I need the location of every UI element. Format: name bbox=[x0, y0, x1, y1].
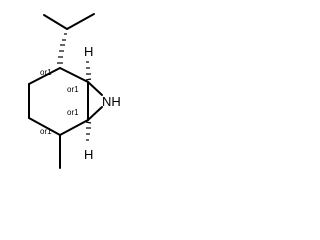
hashed-wedge-isopropyl bbox=[57, 33, 67, 64]
molecular-structure: NH H H or1 or1 or1 or1 bbox=[28, 13, 121, 169]
isopropyl-bond-right bbox=[66, 13, 95, 30]
nitrogen-atom-label: NH bbox=[102, 94, 121, 109]
ring-bond-c4-c5 bbox=[28, 117, 61, 136]
stereo-label-c1: or1 bbox=[67, 85, 79, 94]
hydrogen-top-label: H bbox=[84, 44, 93, 59]
aziridine-bond-c1-n bbox=[87, 81, 103, 96]
hashed-wedge-h-bottom bbox=[85, 121, 92, 141]
stereo-label-c5: or1 bbox=[40, 127, 52, 136]
ring-bond-c5-c6 bbox=[59, 119, 89, 136]
hashed-wedge-h-top bbox=[85, 61, 92, 81]
aziridine-bond-c6-n bbox=[87, 106, 103, 121]
stereo-label-c6: or1 bbox=[67, 108, 79, 117]
ring-bond-c2-c1 bbox=[59, 67, 89, 83]
hydrogen-bottom-label: H bbox=[84, 147, 93, 162]
stereo-label-c2: or1 bbox=[40, 68, 52, 77]
ring-bond-c2-c3 bbox=[28, 67, 61, 85]
isopropyl-bond-left bbox=[43, 14, 68, 30]
